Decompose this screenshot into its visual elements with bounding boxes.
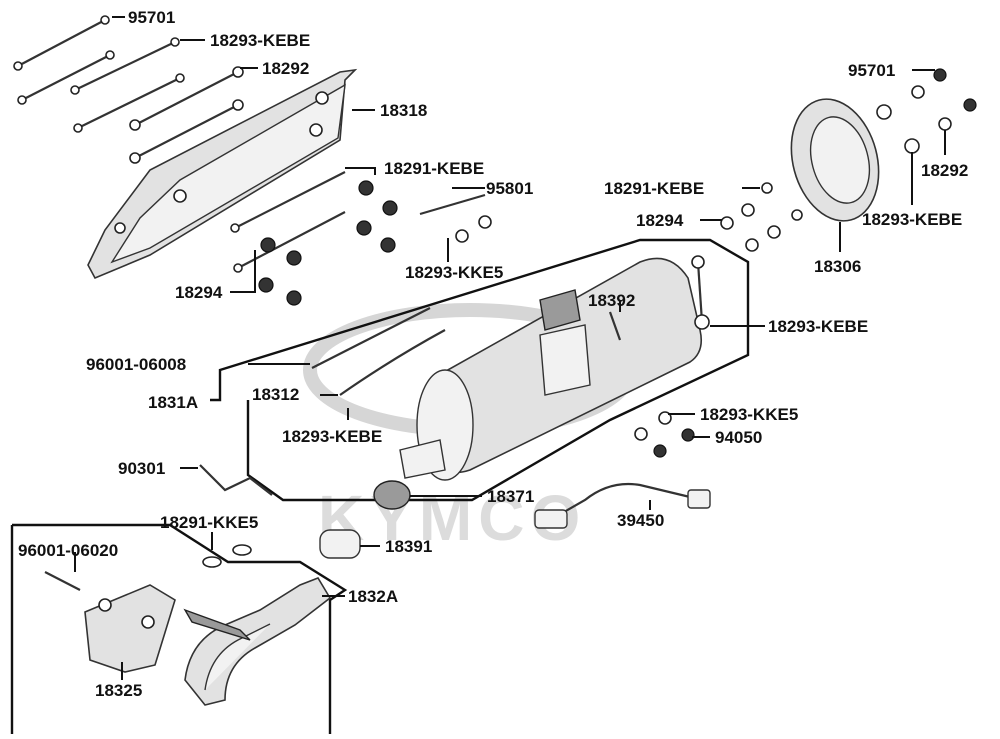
grommets-18294-left xyxy=(230,171,492,306)
oxygen-sensor-39450 xyxy=(534,509,568,529)
label-96001-06020: 96001-06020 xyxy=(18,541,118,560)
label-39450: 39450 xyxy=(617,511,664,530)
label-18306: 18306 xyxy=(814,257,861,276)
leader-lines xyxy=(74,16,946,680)
label-18292-top: 18292 xyxy=(262,59,309,78)
gasket-18391 xyxy=(319,529,361,559)
label-95701-right: 95701 xyxy=(848,61,895,80)
label-94050: 94050 xyxy=(715,428,762,447)
label-18294-left: 18294 xyxy=(175,283,223,302)
label-18293-kebe-lower: 18293-KEBE xyxy=(282,427,382,446)
label-18293-kke5-mid: 18293-KKE5 xyxy=(405,263,503,282)
label-18371: 18371 xyxy=(487,487,534,506)
label-18292-right: 18292 xyxy=(921,161,968,180)
label-18291-kke5: 18291-KKE5 xyxy=(160,513,258,532)
lower-parts xyxy=(44,464,711,591)
label-1832a: 1832A xyxy=(348,587,398,606)
label-18293-kebe-topright: 18293-KEBE xyxy=(862,210,962,229)
label-18325: 18325 xyxy=(95,681,142,700)
part-labels: 95701 18293-KEBE 18292 18318 18291-KEBE … xyxy=(18,8,968,700)
hardware-right xyxy=(608,182,803,458)
label-18293-kebe-top: 18293-KEBE xyxy=(210,31,310,50)
label-18392: 18392 xyxy=(588,291,635,310)
clamp-straps-top xyxy=(13,15,244,164)
label-18312: 18312 xyxy=(252,385,299,404)
heat-guard-18325 xyxy=(84,584,176,673)
label-1831a: 1831A xyxy=(148,393,198,412)
label-18318: 18318 xyxy=(380,101,427,120)
label-18293-kke5-right: 18293-KKE5 xyxy=(700,405,798,424)
muffler-1831a xyxy=(311,257,703,481)
muffler-assembly-frame xyxy=(210,238,750,502)
exhaust-pipe-1832a xyxy=(183,577,332,706)
label-18291-kebe-right: 18291-KEBE xyxy=(604,179,704,198)
label-95701-top: 95701 xyxy=(128,8,175,27)
label-18291-kebe-mid: 18291-KEBE xyxy=(384,159,484,178)
label-90301: 90301 xyxy=(118,459,165,478)
end-cap-18306 xyxy=(790,68,977,222)
label-18294-right: 18294 xyxy=(636,211,684,230)
heat-shield-18318 xyxy=(87,68,358,280)
label-95801: 95801 xyxy=(486,179,533,198)
exhaust-pipe-assembly-frame xyxy=(12,523,348,734)
label-18391: 18391 xyxy=(385,537,432,556)
clamp-18371 xyxy=(373,480,411,510)
label-18293-kebe-right: 18293-KEBE xyxy=(768,317,868,336)
label-96001-06008: 96001-06008 xyxy=(86,355,186,374)
